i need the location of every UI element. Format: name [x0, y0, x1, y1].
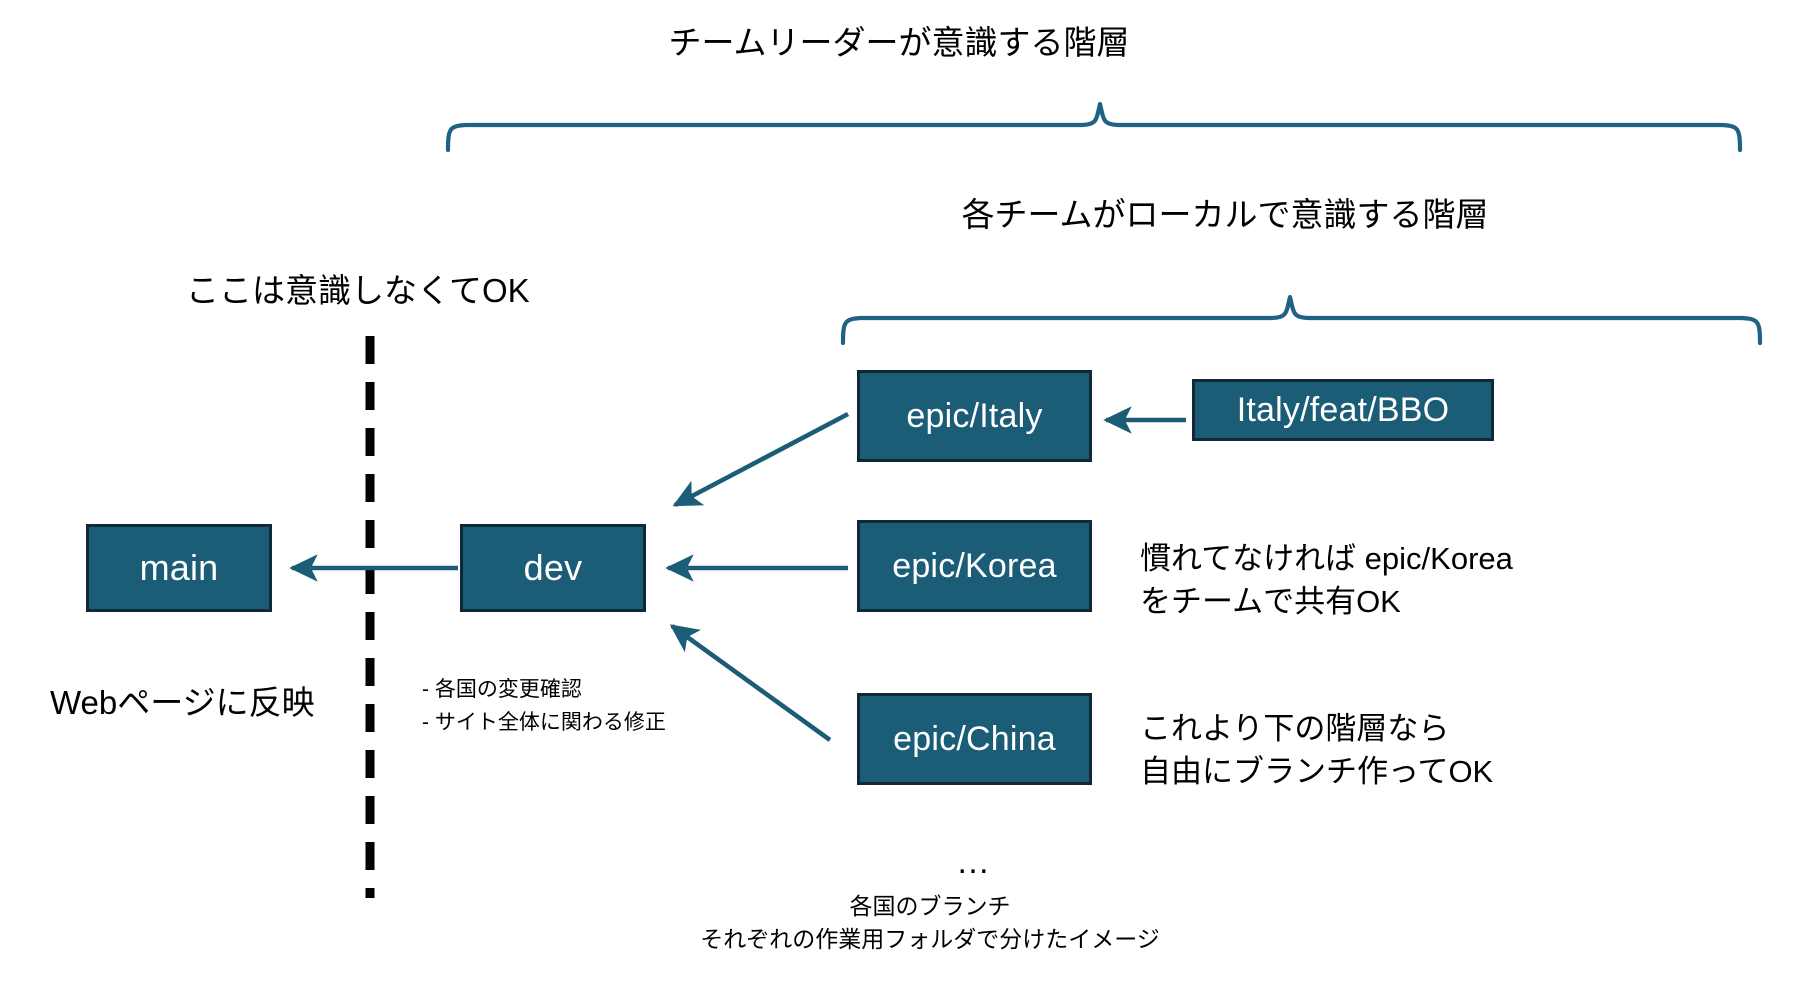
label-reflected-on-web-page: Webページに反映 — [50, 684, 315, 721]
node-epic-italy-branch[interactable]: epic/Italy — [857, 370, 1092, 462]
node-dev-branch[interactable]: dev — [460, 524, 646, 612]
brace-team-leader-scope — [445, 101, 1743, 153]
note-dev-branch-purpose: - 各国の変更確認 - サイト全体に関わる修正 — [422, 678, 666, 734]
arrow-italy-to-dev — [672, 411, 850, 508]
node-epic-korea-branch[interactable]: epic/Korea — [857, 520, 1092, 612]
label-more-branches-ellipsis: … — [956, 843, 993, 881]
brace-team-local-scope — [840, 294, 1763, 346]
arrow-china-to-dev — [669, 624, 832, 742]
node-epic-china-branch[interactable]: epic/China — [857, 693, 1092, 785]
caption-country-branches: 各国のブランチ それぞれの作業用フォルダで分けたイメージ — [700, 893, 1160, 953]
brace-label-team-leader-scope: チームリーダーが意識する階層 — [668, 24, 1130, 61]
brace-label-team-local-scope: 各チームがローカルで意識する階層 — [961, 196, 1489, 233]
note-epic-china-free-branching: これより下の階層なら 自由にブランチ作ってOK — [1140, 711, 1494, 789]
node-italy-feat-bbo-branch[interactable]: Italy/feat/BBO — [1192, 379, 1494, 441]
node-main-branch[interactable]: main — [86, 524, 272, 612]
label-no-attention-needed: ここは意識しなくてOK — [186, 272, 530, 309]
note-epic-korea-sharing: 慣れてなければ epic/Korea をチームで共有OK — [1140, 541, 1513, 619]
